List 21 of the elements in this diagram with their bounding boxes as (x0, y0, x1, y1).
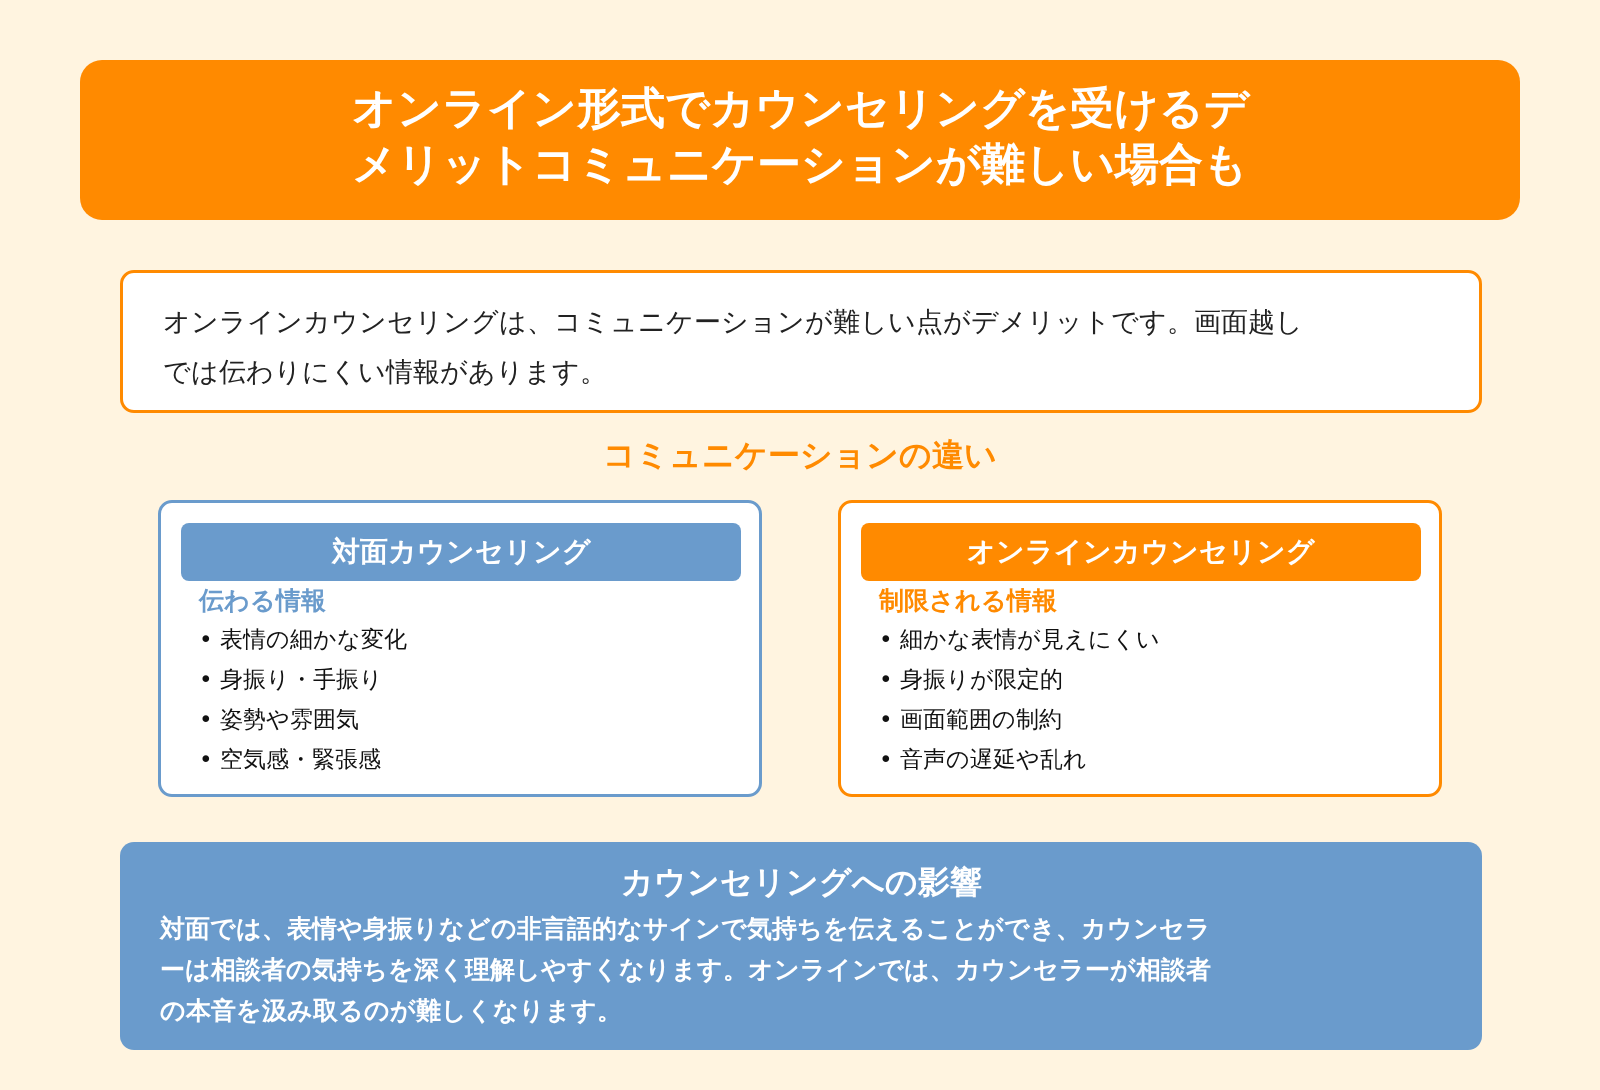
bullet-item: • 身振り・手振り (199, 665, 384, 694)
bullet-item: • 身振りが限定的 (879, 665, 1064, 694)
bullet-item: • 空気感・緊張感 (199, 745, 382, 774)
bullet-item: • 細かな表情が見えにくい (879, 625, 1161, 654)
bullet-item: • 姿勢や雰囲気 (199, 705, 360, 734)
card-header: オンラインカウンセリング (861, 523, 1421, 581)
bullet-item: • 画面範囲の制約 (879, 705, 1063, 734)
intro-box (120, 270, 1482, 413)
panel-body: 対面では、表情や身振りなどの非言語的なサインで気持ちを伝えることができ、カウンセラーは相談者の気持ちを深く理解しやすくなります。オンラインでは、カウンセラーが相談者の本音を汲み取るのが難しくなります。 (160, 913, 1212, 1027)
section-subheading: 制限される情報 (879, 585, 1058, 617)
comparison-card (158, 500, 762, 797)
card-header: 対面カウンセリング (181, 523, 741, 581)
bullet-item: • 音声の遅延や乱れ (879, 745, 1088, 774)
panel-heading: カウンセリングへの影響 (619, 862, 983, 903)
intro-text: オンラインカウンセリングは、コミュニケーションが難しい点がデメリットです。画面越しでは伝わりにくい情報があります。 (163, 305, 1304, 389)
impact-panel (120, 842, 1482, 1050)
bullet-item: • 表情の細かな変化 (199, 625, 408, 654)
section-subheading: 伝わる情報 (199, 585, 327, 617)
section-heading: コミュニケーションの違い (602, 435, 998, 476)
title-banner: オンライン形式でカウンセリングを受けるデメリットコミュニケーションが難しい場合も (80, 60, 1520, 220)
comparison-card (838, 500, 1442, 797)
